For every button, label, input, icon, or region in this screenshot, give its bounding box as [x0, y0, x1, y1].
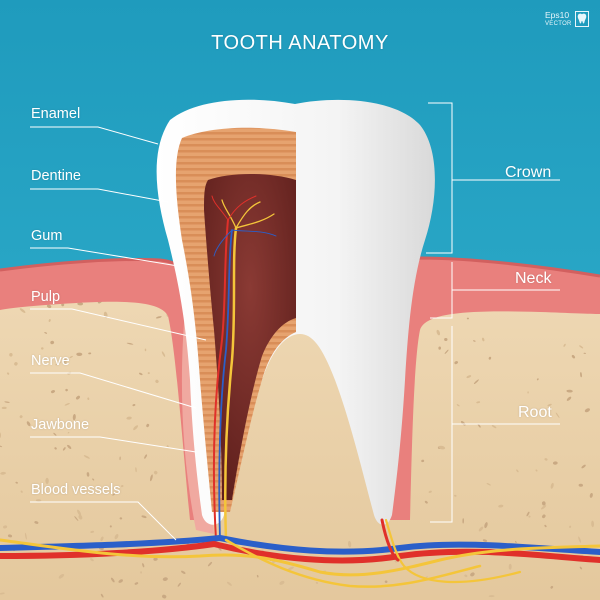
label-pulp: Pulp — [31, 289, 61, 305]
jawbone-texture — [0, 298, 595, 599]
badge-kind: VECTOR — [545, 21, 572, 27]
label-jawbone: Jawbone — [31, 417, 90, 433]
blood-vessel-bundle — [0, 518, 600, 588]
label-root: Root — [518, 404, 552, 421]
jawbone-area — [0, 268, 600, 600]
label-enamel: Enamel — [31, 106, 81, 122]
page-title: TOOTH ANATOMY — [211, 32, 389, 54]
label-blood-vessels: Blood vessels — [31, 482, 121, 498]
label-neck: Neck — [515, 270, 552, 287]
pulp-nerves — [211, 195, 277, 542]
region-brackets — [426, 102, 560, 523]
leader-lines-left — [30, 126, 207, 541]
label-crown: Crown — [505, 164, 552, 181]
format-badge: Eps10 VECTOR — [545, 10, 597, 34]
badge-format: Eps10 — [545, 10, 570, 20]
label-dentine: Dentine — [31, 168, 81, 184]
tooth-icon — [575, 11, 589, 27]
label-gum: Gum — [31, 228, 63, 244]
label-nerve: Nerve — [31, 353, 70, 369]
